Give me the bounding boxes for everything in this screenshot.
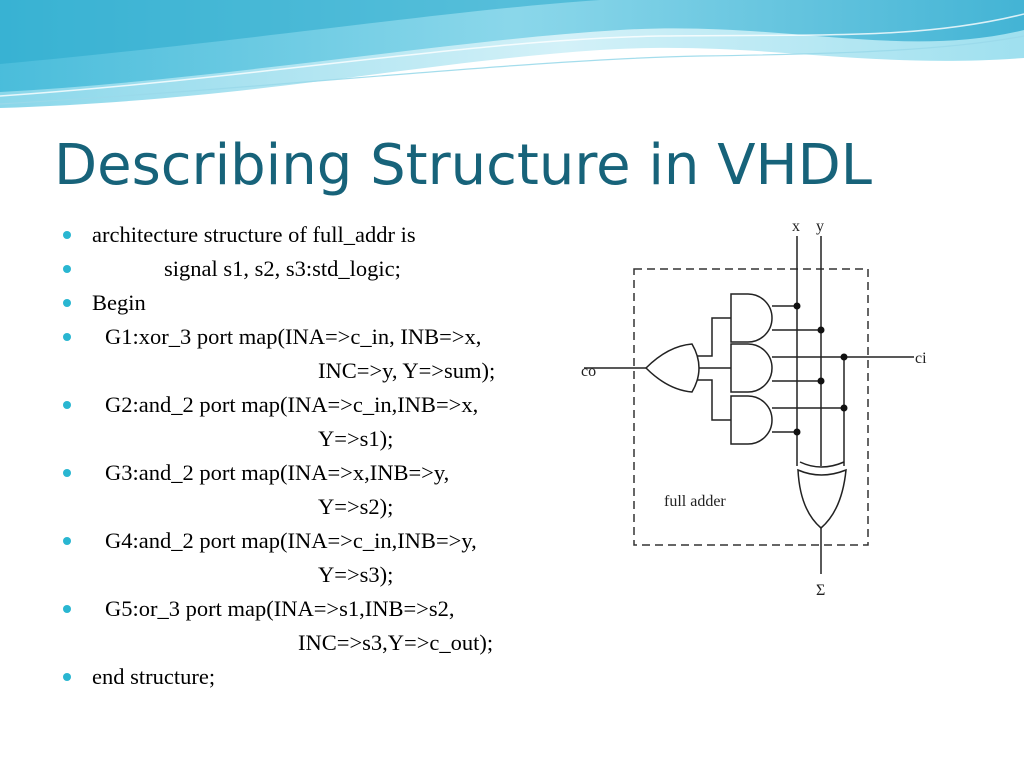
code-line-text: end structure; (92, 664, 216, 689)
code-line-text: G3:and_2 port map(INA=>x,INB=>y, (105, 460, 450, 485)
sum-label: Σ (816, 582, 825, 599)
and-gate-3 (730, 395, 773, 445)
bullet-icon (63, 231, 71, 239)
code-line: G4:and_2 port map(INA=>c_in,INB=>y, (60, 524, 580, 558)
code-line: INC=>s3,Y=>c_out); (60, 626, 580, 660)
co-label: co (581, 363, 596, 380)
code-line: G3:and_2 port map(INA=>x,INB=>y, (60, 456, 580, 490)
code-line-text: architecture structure of full_addr is (92, 222, 416, 247)
bullet-icon (63, 537, 71, 545)
xor-gate (797, 461, 847, 529)
code-line-text: Y=>s2); (318, 494, 394, 519)
and-gate-input-wires (772, 305, 844, 433)
code-line: Y=>s1); (60, 422, 580, 456)
x-label: x (792, 218, 800, 235)
code-line-text: Y=>s1); (318, 426, 394, 451)
code-line-text: Y=>s3); (318, 562, 394, 587)
code-line-text: signal s1, s2, s3:std_logic; (164, 256, 401, 281)
code-line-text: INC=>y, Y=>sum); (318, 358, 496, 383)
or-gate (644, 343, 700, 393)
code-line: Y=>s3); (60, 558, 580, 592)
code-line: Y=>s2); (60, 490, 580, 524)
slide-title: Describing Structure in VHDL (54, 133, 872, 198)
full-adder-boundary (633, 268, 869, 546)
code-line: end structure; (60, 660, 580, 694)
code-line: G1:xor_3 port map(INA=>c_in, INB=>x, (60, 320, 580, 354)
bullet-icon (63, 401, 71, 409)
code-line-text: G4:and_2 port map(INA=>c_in,INB=>y, (105, 528, 477, 553)
code-line: architecture structure of full_addr is (60, 218, 580, 252)
ci-label: ci (915, 350, 927, 367)
full-adder-label: full adder (664, 493, 726, 510)
code-line: signal s1, s2, s3:std_logic; (60, 252, 580, 286)
code-line-text: Begin (92, 290, 146, 315)
bullet-icon (63, 265, 71, 273)
bullet-icon (63, 673, 71, 681)
code-line: INC=>y, Y=>sum); (60, 354, 580, 388)
and-to-or-wires (694, 317, 731, 421)
header-wave-decoration (0, 0, 1024, 108)
bullet-icon (63, 333, 71, 341)
junction-dots (793, 302, 848, 436)
and-gate-2 (730, 343, 773, 393)
code-line: G5:or_3 port map(INA=>s1,INB=>s2, (60, 592, 580, 626)
y-label: y (816, 218, 824, 235)
code-line-text: INC=>s3,Y=>c_out); (298, 630, 494, 655)
code-list: architecture structure of full_addr is si… (60, 218, 580, 694)
bullet-icon (63, 605, 71, 613)
code-line: G2:and_2 port map(INA=>c_in,INB=>x, (60, 388, 580, 422)
bullet-icon (63, 299, 71, 307)
code-line: Begin (60, 286, 580, 320)
bullet-icon (63, 469, 71, 477)
code-line-text: G5:or_3 port map(INA=>s1,INB=>s2, (105, 596, 455, 621)
code-line-text: G1:xor_3 port map(INA=>c_in, INB=>x, (105, 324, 482, 349)
code-line-text: G2:and_2 port map(INA=>c_in,INB=>x, (105, 392, 479, 417)
full-adder-diagram: x y ci co Σ full adder (576, 214, 936, 604)
and-gate-1 (730, 293, 773, 343)
